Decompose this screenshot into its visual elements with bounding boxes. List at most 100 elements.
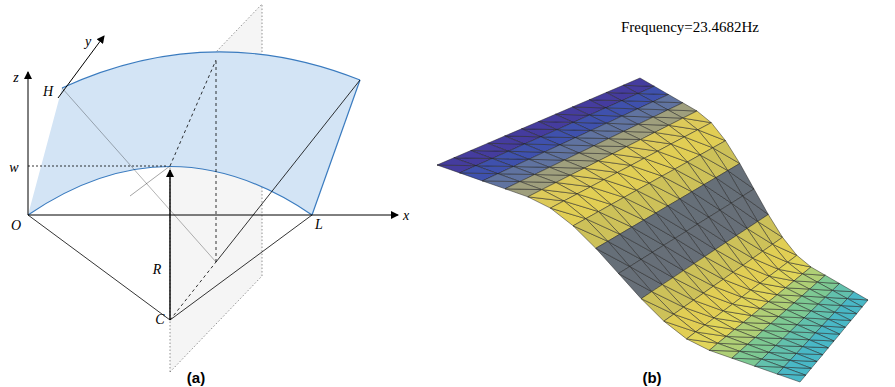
axis-label: O [11, 219, 21, 233]
mesh-element [810, 282, 833, 290]
mesh-element [589, 93, 622, 101]
mesh-element [622, 94, 653, 102]
mesh-element [622, 109, 653, 117]
mesh-element [783, 332, 809, 340]
mesh-element [771, 317, 797, 325]
mesh-element [653, 110, 683, 118]
mesh-element [803, 267, 826, 275]
mesh-element [594, 139, 627, 147]
mesh-element [668, 103, 697, 111]
mode-shape-mesh [437, 78, 868, 382]
mesh-element [476, 159, 514, 167]
mesh-element [591, 123, 624, 131]
mesh-element [498, 167, 535, 175]
axis-label: L [315, 218, 323, 232]
mesh-element [492, 151, 529, 159]
mesh-element [564, 153, 598, 161]
mesh-element [482, 174, 520, 182]
mesh-element [847, 292, 868, 300]
mesh-element [505, 129, 541, 137]
mesh-element [508, 144, 544, 152]
mesh-element [786, 303, 811, 311]
axis-label: w [9, 161, 18, 175]
panel-label: (a) [187, 370, 205, 385]
panel-label: (b) [642, 370, 661, 385]
mesh-element [596, 241, 630, 266]
mesh-element [816, 326, 840, 334]
mesh-element [755, 359, 784, 367]
mesh-element [488, 136, 525, 144]
mesh-element [539, 114, 574, 122]
axis-label: R [153, 263, 162, 277]
mesh-element [579, 146, 612, 154]
mesh-element [624, 124, 655, 132]
axis-label: x [403, 209, 409, 223]
mesh-element [790, 325, 816, 333]
mesh-element [763, 324, 790, 332]
mesh-element [638, 117, 669, 125]
mesh-element [794, 274, 818, 282]
mesh-element [687, 332, 718, 343]
mesh-element [790, 354, 817, 362]
mesh-element [760, 302, 786, 310]
mesh-element [513, 159, 549, 167]
mesh-element [718, 336, 748, 344]
mesh-element [683, 111, 711, 123]
mesh-element [732, 351, 762, 359]
mesh-element [460, 166, 498, 174]
axis-label: y [85, 35, 91, 49]
mesh-element [822, 319, 845, 327]
mesh-element [437, 158, 476, 166]
mesh-element [804, 311, 828, 319]
mesh-element [550, 160, 585, 168]
mesh-element [777, 367, 805, 375]
mesh-element [802, 289, 826, 297]
mesh-element [832, 284, 853, 292]
mesh-element [748, 338, 776, 346]
mesh-element [841, 299, 862, 307]
mesh-element [664, 314, 696, 332]
mesh-element [803, 340, 829, 348]
mesh-element [779, 310, 805, 318]
mesh-element [762, 352, 790, 360]
mesh-element [784, 360, 812, 368]
mesh-element [825, 290, 847, 298]
mesh-element [623, 78, 654, 86]
mesh-element [769, 295, 795, 303]
mesh-element [589, 108, 622, 116]
mesh-element [709, 343, 739, 351]
mesh-element [818, 297, 841, 305]
mesh-element [560, 138, 594, 146]
mesh-element [811, 304, 834, 312]
mesh-element [544, 145, 579, 153]
mesh-element [555, 107, 589, 115]
mesh-element [726, 329, 755, 337]
mesh-element [797, 318, 822, 326]
mesh-element [454, 151, 492, 159]
mesh-element [786, 281, 810, 289]
mesh-element [740, 344, 769, 352]
mesh-element [505, 182, 542, 190]
mesh-element [743, 316, 771, 324]
mesh-element [529, 152, 564, 160]
mesh-element [607, 116, 639, 124]
mesh-element [575, 131, 608, 139]
axis-label: z [13, 71, 18, 85]
mesh-element [609, 131, 641, 139]
mesh-element [818, 275, 840, 283]
mesh-element [619, 267, 652, 292]
mesh-element [641, 132, 671, 144]
mesh-element [669, 118, 698, 130]
mesh-element [471, 143, 509, 151]
mesh-element [557, 122, 591, 130]
mesh-element [520, 175, 556, 183]
mesh-element [777, 288, 802, 296]
mesh-element [573, 219, 608, 242]
mesh-element [796, 347, 822, 355]
mesh-element [769, 346, 797, 354]
mesh-element [541, 130, 576, 138]
mesh-element [835, 306, 857, 314]
mesh-element [809, 333, 834, 341]
mesh-element [653, 95, 683, 103]
